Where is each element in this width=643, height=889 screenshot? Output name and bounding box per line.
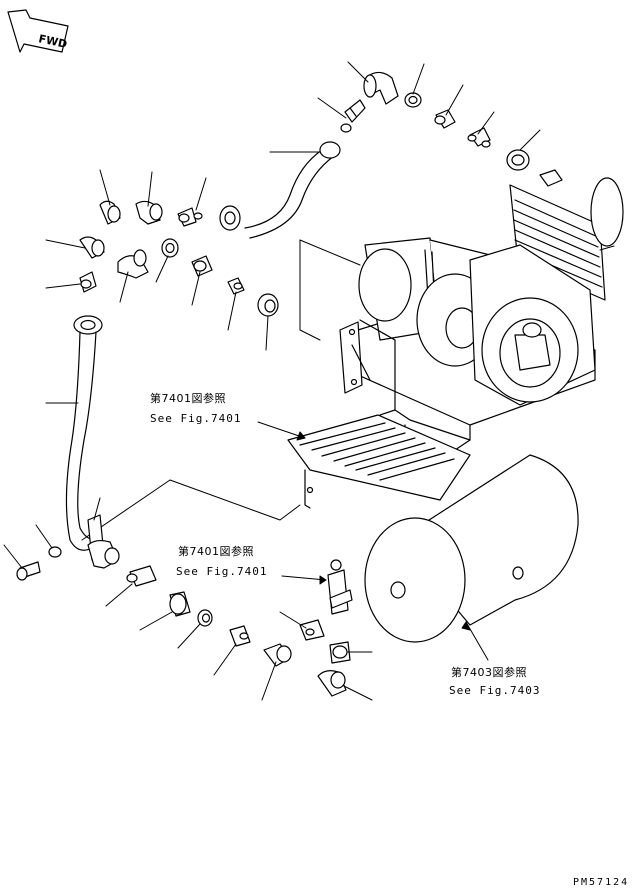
lower-fittings: [126, 559, 353, 697]
fwd-label: FWD: [37, 32, 68, 51]
callout-tank-en: See Fig.7403: [449, 684, 541, 697]
air-tank: [364, 454, 579, 643]
leader-lines: [3, 61, 615, 701]
callout-lower-en: See Fig.7401: [176, 565, 268, 578]
mounting-platform: [287, 414, 471, 509]
fwd-arrow-icon: FWD: [7, 9, 69, 53]
callout-upper-jp: 第7401図参照: [150, 392, 226, 405]
middle-fittings: [79, 200, 279, 317]
callout-upper-en: See Fig.7401: [150, 412, 242, 425]
upper-pipe-run: [219, 71, 530, 239]
left-pipe: [16, 315, 120, 581]
reference-outline: [81, 239, 361, 541]
drawing-number: PM57124: [573, 877, 630, 888]
callout-lower-jp: 第7401図参照: [178, 545, 254, 558]
callout-tank-jp: 第7403図参照: [451, 666, 527, 679]
compressor-assembly: [339, 169, 624, 461]
